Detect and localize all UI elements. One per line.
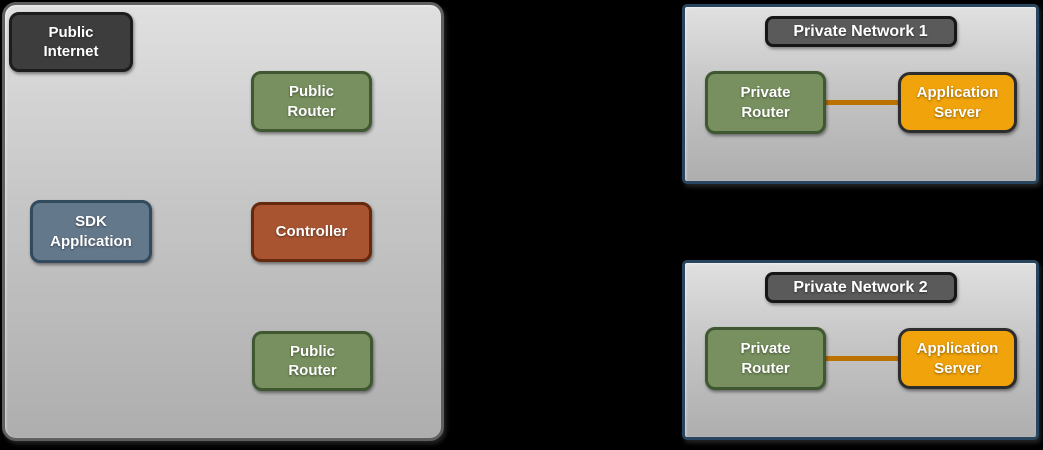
connector-private-router-to-application-server-2	[824, 356, 900, 361]
node-public-router-bottom: Public Router	[252, 331, 373, 391]
connector-private-router-to-application-server-1	[824, 100, 900, 105]
node-private-router-1: Private Router	[705, 71, 826, 134]
private-network-2-title: Private Network 2	[764, 272, 957, 303]
private-network-1-panel: Private Network 1 Private Router Applica…	[682, 4, 1039, 184]
private-network-2-panel: Private Network 2 Private Router Applica…	[682, 260, 1039, 440]
node-application-server-2: Application Server	[898, 328, 1017, 389]
node-public-router-top: Public Router	[251, 71, 372, 132]
private-network-1-title: Private Network 1	[764, 16, 957, 47]
node-private-router-2: Private Router	[705, 327, 826, 390]
node-application-server-1: Application Server	[898, 72, 1017, 133]
node-public-internet: Public Internet	[9, 12, 133, 72]
node-sdk-application: SDK Application	[30, 200, 152, 263]
node-controller: Controller	[251, 202, 372, 262]
